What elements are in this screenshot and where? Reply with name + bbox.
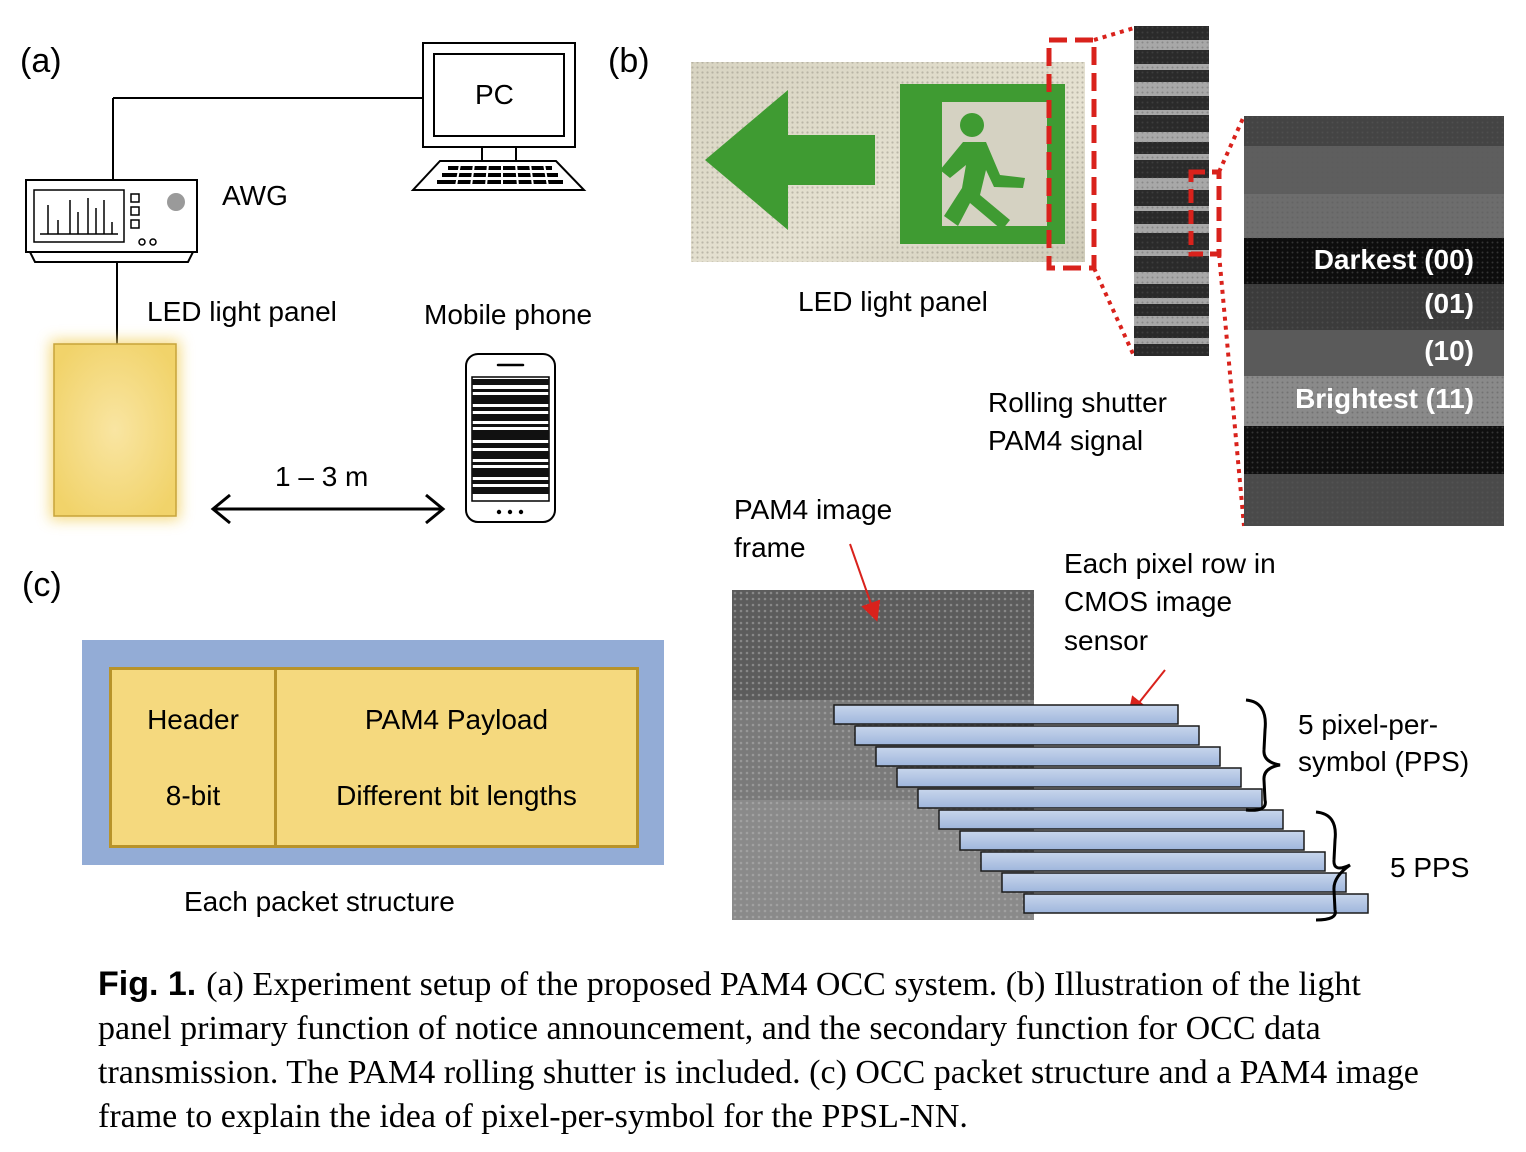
panel-label-b: (b) xyxy=(608,42,650,80)
pixel-rows xyxy=(833,704,1369,914)
packet-payload-bits: Different bit lengths xyxy=(336,779,577,811)
frame-pointer-arrow xyxy=(849,543,881,622)
distance-arrow xyxy=(210,493,446,525)
level-brightest-label: Brightest (11) xyxy=(1295,383,1474,414)
illustration-led-label: LED light panel xyxy=(798,286,988,317)
light-panel-illustration xyxy=(691,26,1504,527)
panel-label-c: (c) xyxy=(22,566,62,604)
rolling-shutter-label-2: PAM4 signal xyxy=(988,425,1144,456)
pps-label-1: 5 pixel-per- xyxy=(1298,709,1439,740)
awg-label: AWG xyxy=(222,180,288,211)
pc-label: PC xyxy=(475,79,514,110)
pc-icon xyxy=(410,42,587,191)
pixel-row-label-3: sensor xyxy=(1064,625,1149,656)
level-01-label: (01) xyxy=(1424,288,1474,319)
pixel-row-label-1: Each pixel row in xyxy=(1064,548,1276,579)
led-light-panel-icon xyxy=(50,340,180,520)
image-frame-label-2: frame xyxy=(734,532,806,563)
packet-payload-title: PAM4 Payload xyxy=(364,703,549,735)
pps-short-label: 5 PPS xyxy=(1390,852,1470,883)
figure-caption-text: (a) Experiment setup of the proposed PAM… xyxy=(98,966,1419,1135)
packet-outer: Header 8-bit PAM4 Payload Different bit … xyxy=(82,640,664,865)
mobile-phone-label: Mobile phone xyxy=(424,299,593,330)
setup-diagram xyxy=(25,42,587,525)
exit-sign-photo xyxy=(691,62,1085,262)
pps-label-2: symbol (PPS) xyxy=(1298,746,1470,777)
packet-inner: Header 8-bit PAM4 Payload Different bit … xyxy=(109,667,639,848)
figure-caption: Fig. 1.(a) Experiment setup of the propo… xyxy=(98,962,1438,1139)
rolling-shutter-label-1: Rolling shutter xyxy=(988,387,1167,418)
level-10-label: (10) xyxy=(1424,335,1474,366)
pixel-row-label-2: CMOS image xyxy=(1064,586,1233,617)
mobile-phone-icon xyxy=(465,353,556,523)
packet-header-title: Header xyxy=(147,703,239,735)
packet-payload-cell: PAM4 Payload Different bit lengths xyxy=(277,670,636,845)
exit-arrow-icon xyxy=(705,90,875,230)
level-darkest-label: Darkest (00) xyxy=(1313,244,1474,275)
image-frame-diagram xyxy=(732,543,1369,922)
rolling-shutter-strip xyxy=(1134,26,1209,356)
packet-header-cell: Header 8-bit xyxy=(112,670,277,845)
image-frame-label-1: PAM4 image xyxy=(734,494,893,525)
zoom-box-1 xyxy=(1046,37,1097,271)
distance-label: 1 – 3 m xyxy=(275,461,369,492)
zoom-box-2 xyxy=(1188,169,1222,257)
brace-pps-1 xyxy=(1245,698,1281,812)
figure-number: Fig. 1. xyxy=(98,965,197,1003)
packet-caption: Each packet structure xyxy=(184,886,455,917)
packet-header-bits: 8-bit xyxy=(165,779,221,811)
brace-pps-2 xyxy=(1315,810,1351,922)
led-panel-label: LED light panel xyxy=(147,296,337,327)
panel-label-a: (a) xyxy=(20,42,62,80)
awg-icon xyxy=(25,179,198,263)
running-man-icon xyxy=(940,113,1025,230)
pam4-levels-zoom xyxy=(1244,116,1504,526)
